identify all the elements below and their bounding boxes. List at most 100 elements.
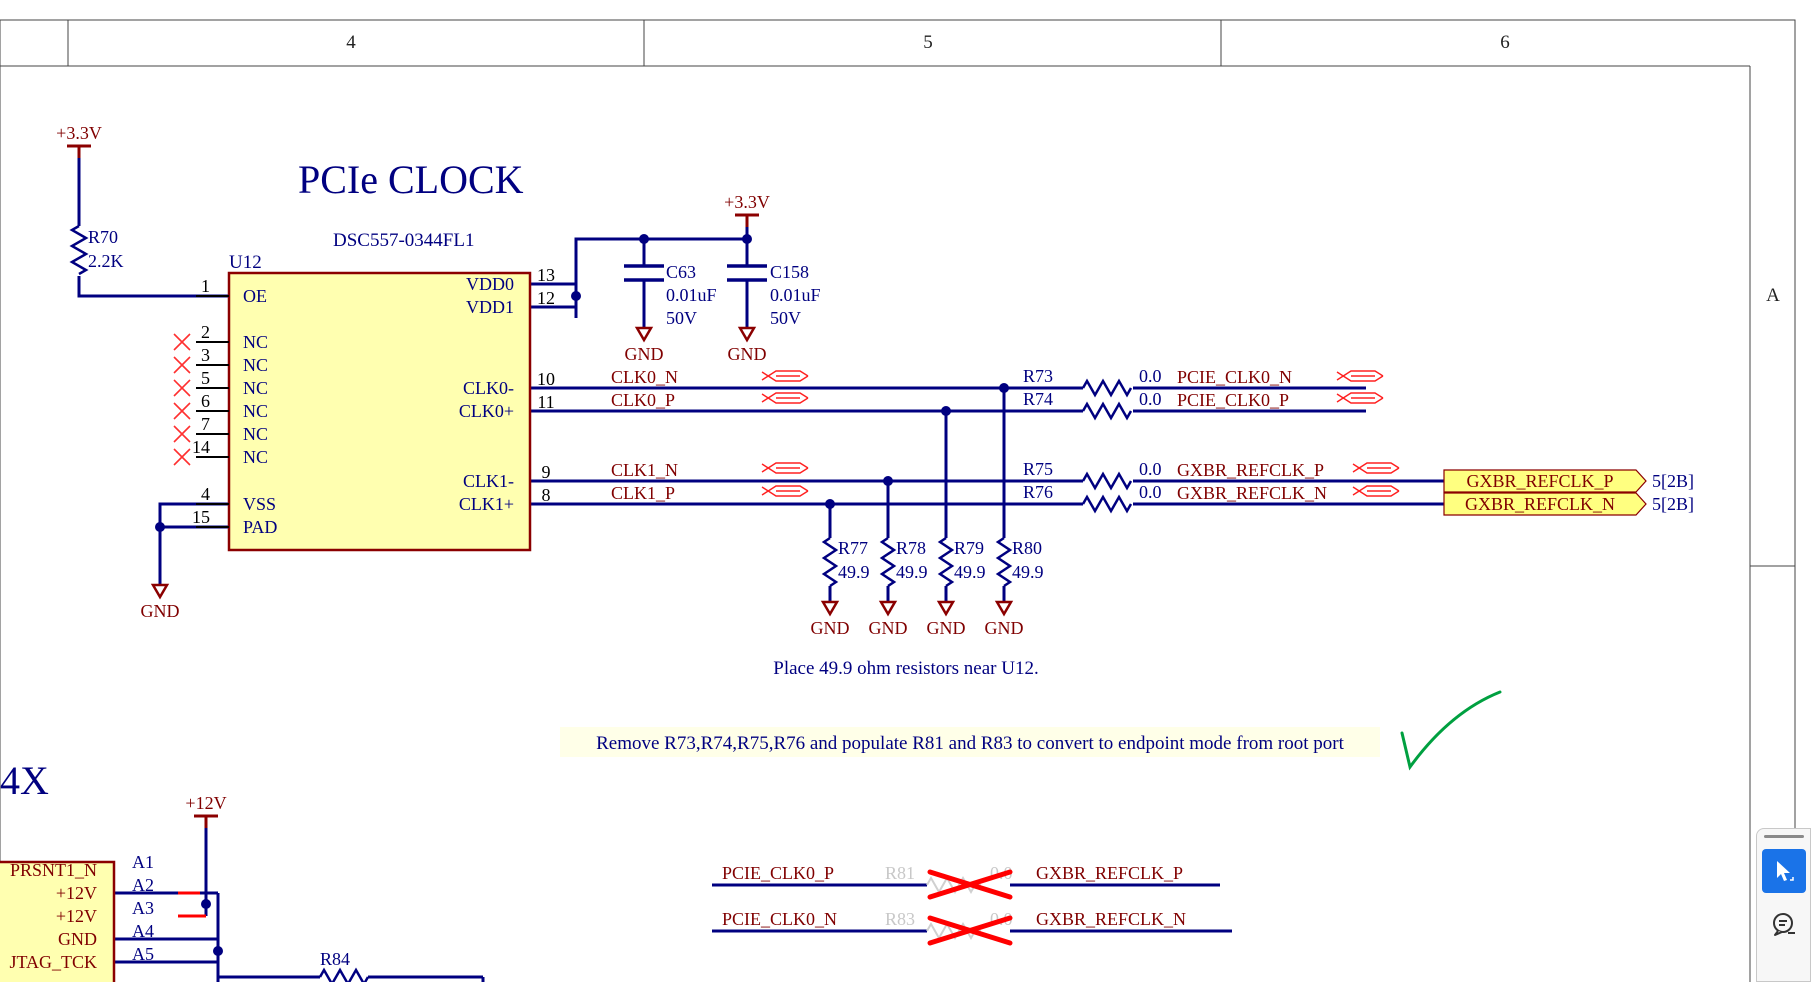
u12-pin-num-14: 14 (192, 437, 210, 457)
u12-pin-name-4: VSS (243, 494, 276, 514)
r73-ref: R73 (1023, 366, 1053, 386)
mode-note-box (560, 727, 1380, 757)
zone-col-6: 6 (1500, 32, 1510, 53)
connector-pin-num-0: A1 (132, 852, 154, 872)
gnd-r77: GND (811, 600, 850, 638)
c158-capacitor[interactable] (727, 264, 767, 282)
diff-pair-marker (1352, 485, 1400, 497)
u12-pin-num-1: 1 (201, 276, 210, 296)
diff-pair-marker (1352, 462, 1400, 474)
r84-resistor[interactable] (318, 967, 370, 982)
connector-pin-num-1: A2 (132, 875, 154, 895)
r73-value: 0.0 (1139, 366, 1162, 386)
u12-pin-name-12: VDD1 (466, 297, 514, 317)
gnd-r79-label: GND (927, 618, 966, 638)
gnd-c158-label: GND (728, 344, 767, 364)
c63-capacitor[interactable] (624, 264, 664, 282)
net-label-clk0-p: CLK0_P (611, 390, 675, 410)
u12-pin-num-15: 15 (192, 507, 210, 527)
comment-tool-button[interactable] (1762, 902, 1806, 946)
power-12v: +12V (185, 793, 227, 828)
u12-body[interactable] (227, 271, 532, 552)
r70-resistor[interactable] (69, 224, 89, 276)
alternate-resistor-r81[interactable]: PCIE_CLK0_PR810.0GXBR_REFCLK_P (722, 863, 1183, 900)
gnd-c63: GND (625, 326, 664, 364)
c63-voltage: 50V (666, 308, 697, 328)
r78-ref: R78 (896, 538, 926, 558)
connector-stub-marks (178, 891, 206, 918)
alt-ref-1: R83 (885, 909, 915, 929)
select-tool-button[interactable] (1762, 849, 1806, 893)
checkmark-annotation (1400, 690, 1502, 771)
u12-pin-name-5: NC (243, 378, 268, 398)
u12-pin-num-9: 9 (542, 462, 551, 482)
u12-pin-name-2: NC (243, 332, 268, 352)
u12-pin-name-9: CLK1- (463, 471, 514, 491)
cursor-arrow-icon (1777, 861, 1794, 881)
c158-voltage: 50V (770, 308, 801, 328)
u12-pin-num-7: 7 (201, 414, 210, 434)
r74-value: 0.0 (1139, 389, 1162, 409)
alt-ref-0: R81 (885, 863, 915, 883)
r77-ref: R77 (838, 538, 868, 558)
port-label-1: GXBR_REFCLK_N (1465, 494, 1615, 514)
termination-note: Place 49.9 ohm resistors near U12. (773, 658, 1038, 679)
net-label-gxbr-refclk-p: GXBR_REFCLK_P (1177, 460, 1324, 480)
power-3v3-caps: +3.3V (724, 192, 770, 227)
power-3v3-r70-label: +3.3V (56, 123, 102, 143)
connector-pin-name-4: JTAG_TCK (9, 952, 97, 972)
net-label-pcie-clk0-n: PCIE_CLK0_N (1177, 367, 1292, 387)
r70-ref: R70 (88, 227, 118, 247)
u12-pin-num-8: 8 (542, 485, 551, 505)
r76-value: 0.0 (1139, 482, 1162, 502)
gnd-r79: GND (927, 600, 966, 638)
zone-col-4: 4 (346, 32, 356, 53)
u12-pin-name-3: NC (243, 355, 268, 375)
u12-pin-num-2: 2 (201, 322, 210, 342)
toolbar-grip[interactable] (1764, 835, 1804, 838)
connector-pin-num-2: A3 (132, 898, 154, 918)
u12-pin-name-6: NC (243, 401, 268, 421)
u12-designator: U12 (229, 252, 262, 273)
net-label-clk0-n: CLK0_N (611, 367, 678, 387)
r84-ref: R84 (320, 949, 350, 969)
comment-icon (1773, 913, 1795, 936)
alt-left-net-1: PCIE_CLK0_N (722, 909, 837, 929)
power-3v3-r70: +3.3V (56, 123, 102, 158)
alt-right-net-0: GXBR_REFCLK_P (1036, 863, 1183, 883)
diff-pair-marker (761, 462, 809, 474)
r70-value: 2.2K (88, 251, 124, 271)
sheet-frame (0, 19, 1796, 982)
r75-ref: R75 (1023, 459, 1053, 479)
zone-row-a: A (1766, 285, 1780, 306)
pcie-connector-body[interactable] (0, 860, 116, 982)
alt-left-net-0: PCIE_CLK0_P (722, 863, 834, 883)
net-label-clk1-p: CLK1_P (611, 483, 675, 503)
u12-pin-num-5: 5 (201, 368, 210, 388)
net-label-gxbr-refclk-n: GXBR_REFCLK_N (1177, 483, 1327, 503)
alternate-resistor-r83[interactable]: PCIE_CLK0_NR830.0GXBR_REFCLK_N (722, 909, 1186, 946)
u12-pin-num-4: 4 (201, 484, 210, 504)
diff-pair-marker (761, 392, 809, 404)
strike-through-mark (927, 915, 1013, 946)
series-resistor-r73[interactable]: R73 0.0 (1023, 366, 1162, 398)
connector-pin-name-1: +12V (56, 883, 97, 903)
section-title: PCIe CLOCK (298, 157, 524, 202)
alternate-resistors: PCIE_CLK0_PR810.0GXBR_REFCLK_PPCIE_CLK0_… (722, 863, 1186, 946)
u12-pin-num-11: 11 (537, 392, 554, 412)
u12-pin-num-13: 13 (537, 265, 555, 285)
power-3v3-caps-label: +3.3V (724, 192, 770, 212)
